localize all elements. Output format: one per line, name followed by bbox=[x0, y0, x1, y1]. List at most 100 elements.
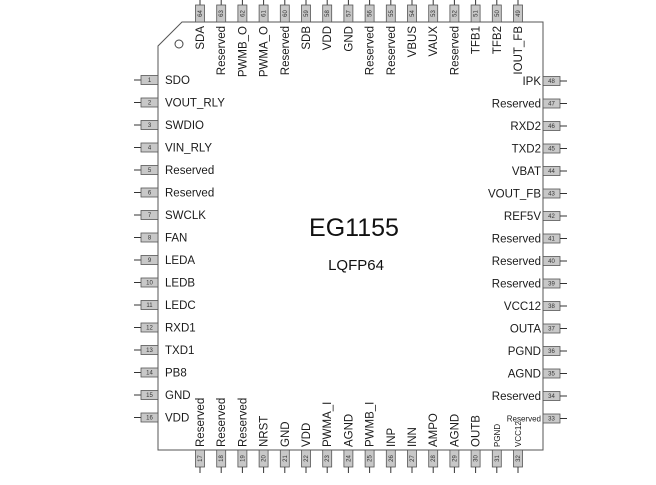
pin-label: AGND bbox=[449, 414, 461, 447]
pin-pad bbox=[140, 232, 159, 243]
pin-number: 13 bbox=[146, 348, 153, 354]
pin-number: 42 bbox=[548, 214, 555, 220]
pin-number: 29 bbox=[452, 455, 458, 462]
pin-number: 59 bbox=[304, 10, 310, 17]
pin-pad bbox=[428, 4, 439, 23]
pin-number: 31 bbox=[495, 455, 501, 462]
pin-number: 51 bbox=[474, 10, 480, 17]
pin-label: IPK bbox=[522, 76, 541, 88]
pin-label: AGND bbox=[508, 369, 541, 381]
pin-number: 49 bbox=[516, 10, 522, 17]
pin-pad bbox=[140, 75, 159, 85]
pin-35: 35 AGND bbox=[508, 369, 567, 381]
pin-label: Reserved bbox=[216, 398, 228, 447]
pin-27: 27 INN bbox=[407, 427, 419, 473]
pin-number: 8 bbox=[148, 236, 152, 242]
pin-number: 27 bbox=[410, 455, 416, 462]
pin-number: 54 bbox=[410, 10, 416, 17]
pin-number: 48 bbox=[548, 79, 555, 85]
pin-label: FAN bbox=[165, 233, 187, 245]
pin-number: 53 bbox=[431, 10, 437, 17]
pin-pad bbox=[322, 4, 333, 23]
pin-label: Reserved bbox=[386, 26, 398, 75]
pin-number: 1 bbox=[148, 78, 152, 84]
pin-pad bbox=[140, 412, 159, 423]
pin-pad bbox=[140, 97, 159, 108]
pin-label: Reserved bbox=[165, 188, 214, 200]
pin-label: VBAT bbox=[512, 166, 541, 178]
pin-pad bbox=[140, 142, 159, 153]
pin-label: VDD bbox=[322, 26, 334, 50]
pin-number: 39 bbox=[548, 282, 555, 288]
pin-label: RXD2 bbox=[510, 121, 541, 133]
pin-label: LEDA bbox=[165, 255, 195, 267]
pin-label: Reserved bbox=[237, 398, 249, 447]
pin-label: SWDIO bbox=[165, 120, 204, 132]
pin-label: Reserved bbox=[507, 415, 541, 424]
pin-label: PB8 bbox=[165, 368, 187, 380]
pin-pad bbox=[195, 4, 205, 23]
pin-label: OUTA bbox=[510, 324, 541, 336]
pin-label: Reserved bbox=[449, 26, 461, 75]
pin-number: 45 bbox=[548, 147, 555, 153]
pin-number: 18 bbox=[219, 455, 225, 462]
pin-pad bbox=[140, 300, 159, 310]
pin-label: INP bbox=[386, 428, 398, 448]
pin-label: AMPO bbox=[428, 413, 440, 447]
pin-number: 35 bbox=[548, 372, 555, 378]
pin-number: 22 bbox=[304, 455, 310, 462]
pin-number: 64 bbox=[198, 10, 204, 17]
pin-label: PGND bbox=[508, 346, 541, 358]
pin-number: 14 bbox=[146, 371, 153, 377]
pin-label: Reserved bbox=[492, 99, 541, 111]
pin-18: 18 Reserved bbox=[216, 398, 228, 473]
pin-number: 3 bbox=[148, 123, 152, 129]
pin-number: 43 bbox=[548, 192, 555, 198]
pin-pad bbox=[216, 4, 227, 23]
pin-label: OUTB bbox=[471, 415, 483, 447]
pin-label: INN bbox=[407, 427, 419, 447]
pin-number: 11 bbox=[146, 303, 153, 309]
pin-3: 3 SWDIO bbox=[134, 120, 204, 132]
pin-pad bbox=[258, 4, 269, 23]
pin-pad bbox=[237, 4, 248, 23]
pin-number: 37 bbox=[548, 327, 555, 333]
pin-label: TXD2 bbox=[512, 144, 541, 156]
pin-number: 21 bbox=[283, 455, 289, 462]
pin-label: VDD bbox=[301, 423, 313, 447]
pin-pad bbox=[140, 322, 159, 333]
pin-pad bbox=[140, 367, 159, 378]
pin-label: TFB1 bbox=[471, 26, 483, 54]
pin-pad bbox=[140, 187, 159, 198]
pin-number: 46 bbox=[548, 124, 555, 130]
